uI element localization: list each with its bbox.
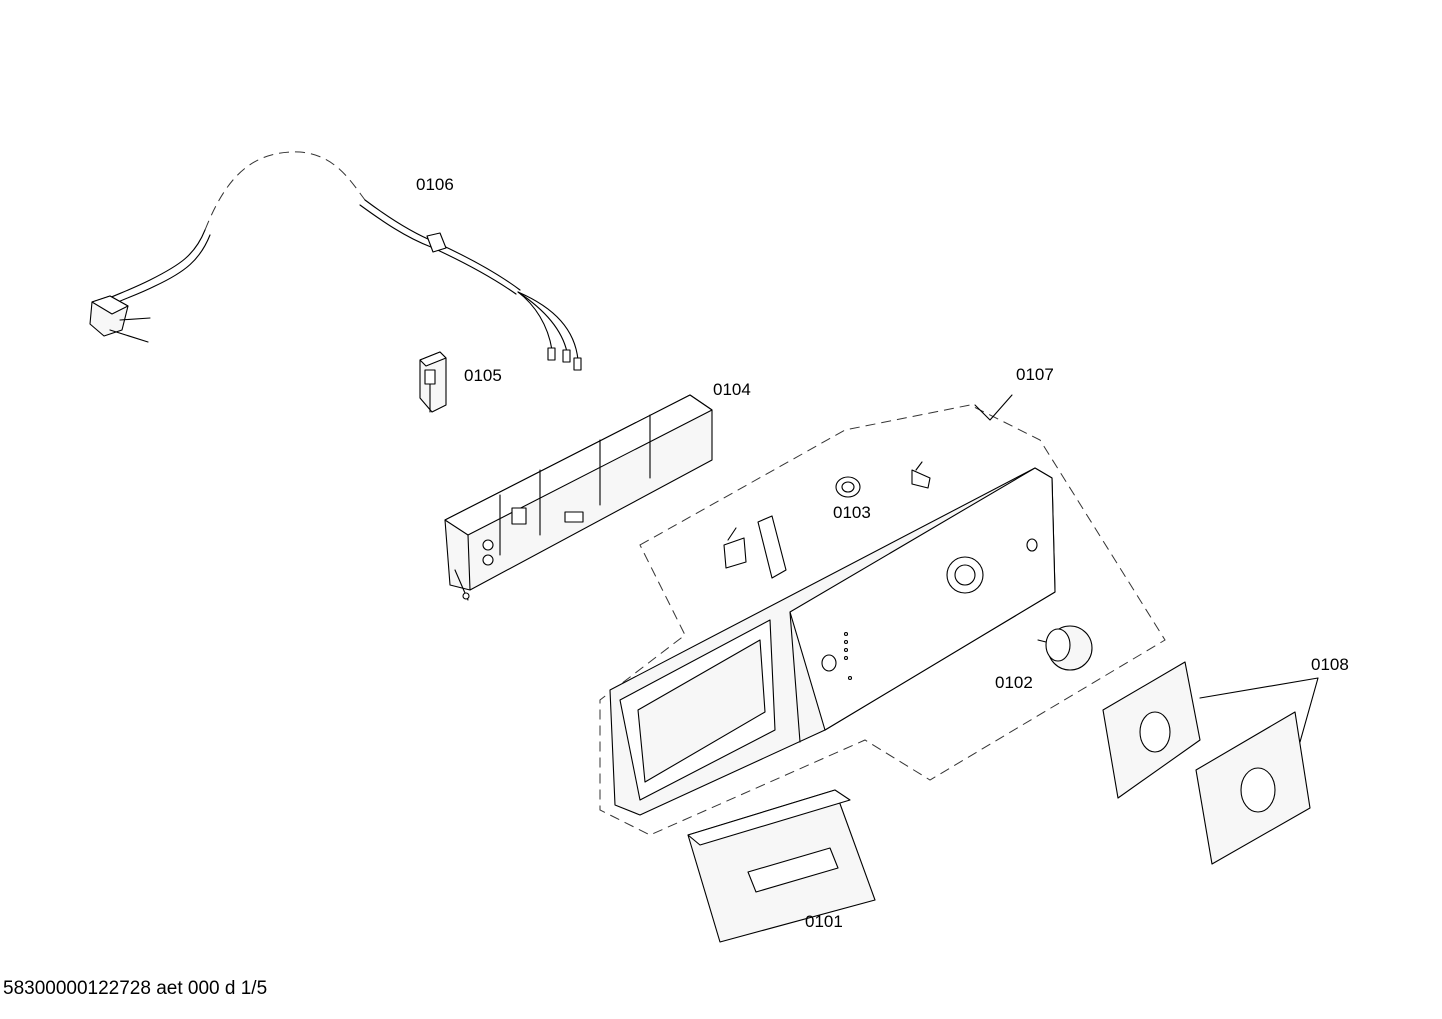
rotary-knob-part[interactable] xyxy=(1037,625,1093,671)
lamp-holder-part[interactable] xyxy=(723,461,931,569)
part-label-0104: 0104 xyxy=(713,380,751,399)
electronic-module-part[interactable] xyxy=(444,394,713,601)
part-label-0108: 0108 xyxy=(1311,655,1349,674)
power-cable-part[interactable] xyxy=(89,151,582,371)
part-label-0105: 0105 xyxy=(464,366,502,385)
control-panel-fascia-part[interactable] xyxy=(609,467,1056,816)
part-label-0103: 0103 xyxy=(833,503,871,522)
drawer-handle-part[interactable] xyxy=(687,789,876,943)
part-label-0107: 0107 xyxy=(1016,365,1054,384)
drawing-reference-code: 58300000122728 aet 000 d 1/5 xyxy=(3,978,268,999)
light-guide-part[interactable] xyxy=(757,515,787,579)
trim-plate-part[interactable] xyxy=(1102,661,1319,865)
leader-line-0107 xyxy=(974,394,1013,421)
part-label-0101: 0101 xyxy=(805,912,843,931)
button-part[interactable] xyxy=(835,476,861,498)
part-label-0102: 0102 xyxy=(995,673,1033,692)
switch-component-part[interactable] xyxy=(419,351,447,413)
part-label-0106: 0106 xyxy=(416,175,454,194)
